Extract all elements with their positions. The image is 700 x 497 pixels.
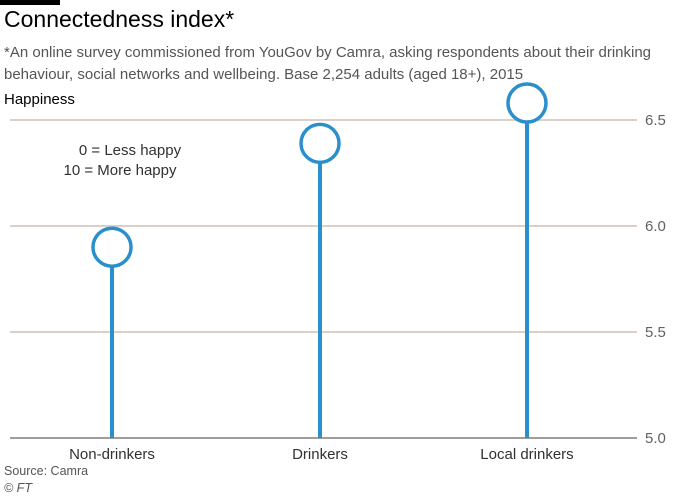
chart-subtitle: *An online survey commissioned from YouG…	[4, 44, 652, 83]
annotation-more-happy: 10 = More happy	[64, 162, 177, 179]
chart-title: Connectedness index*	[4, 6, 235, 32]
y-tick-label: 6.5	[645, 112, 666, 129]
y-tick-label: 6.0	[645, 218, 666, 235]
x-category-label: Drinkers	[292, 446, 348, 463]
y-tick-label: 5.0	[645, 430, 666, 447]
lollipop-head	[506, 82, 548, 124]
y-axis-label: Happiness	[4, 91, 75, 108]
copyright-note: © FT	[4, 481, 32, 495]
lollipop-head	[299, 122, 341, 165]
lollipop-head	[91, 226, 133, 268]
y-tick-label: 5.5	[645, 324, 666, 341]
lollipop-marks	[91, 82, 548, 438]
source-note: Source: Camra	[4, 464, 89, 478]
header-bar	[0, 0, 60, 5]
annotation-less-happy: 0 = Less happy	[79, 142, 182, 159]
x-category-label: Local drinkers	[480, 446, 573, 463]
x-category-label: Non-drinkers	[69, 446, 155, 463]
